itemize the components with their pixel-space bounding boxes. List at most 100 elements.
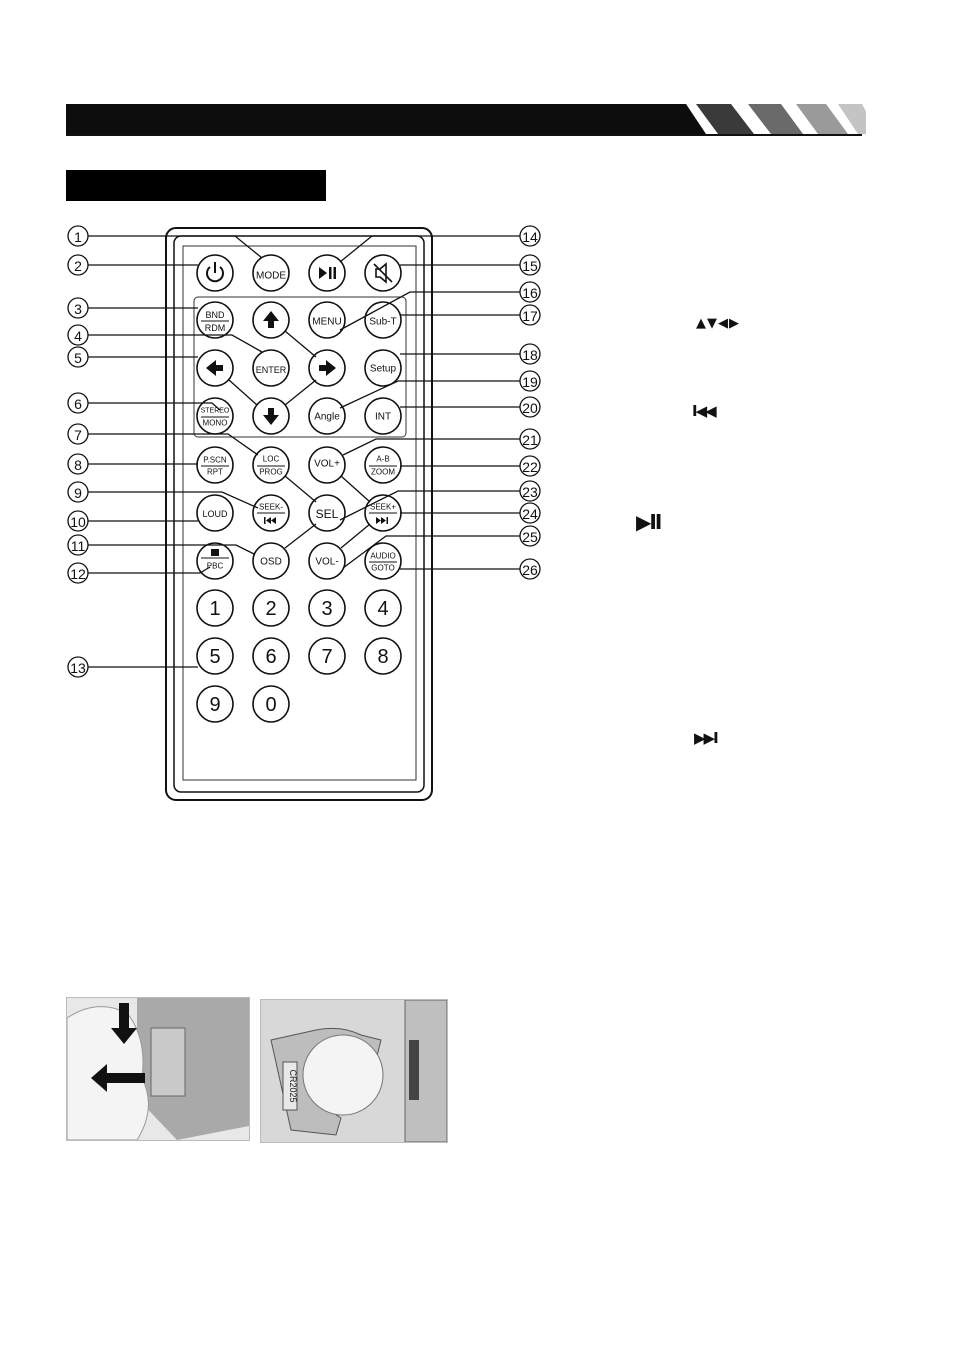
- sel-button: [308, 494, 346, 532]
- digit-9-label: 9: [209, 694, 220, 716]
- play-pause-legend-icon: ▶II: [636, 510, 662, 534]
- digit-3-label: 3: [321, 598, 332, 620]
- int-button: [364, 397, 402, 435]
- rdm-label: RDM: [205, 323, 226, 333]
- vol-minus-button: [308, 542, 346, 580]
- digit-0-label: 0: [265, 694, 276, 716]
- loud-label: LOUD: [202, 509, 228, 519]
- down-arrow-shape: [119, 1003, 129, 1031]
- osd-button: [252, 542, 290, 580]
- callout-19: 19: [522, 374, 538, 390]
- digit-5-label: 5: [209, 646, 220, 668]
- callout-15: 15: [522, 258, 538, 274]
- callout-25: 25: [522, 529, 538, 545]
- callout-4: 4: [74, 328, 82, 344]
- callout-26: 26: [522, 562, 538, 578]
- seek-minus-label: SEEK-: [259, 503, 283, 512]
- mode-button: [252, 254, 290, 292]
- right-arrow-icon: [319, 360, 336, 376]
- callout-17: 17: [522, 308, 538, 324]
- audio-goto-button: [364, 542, 402, 580]
- callout-13: 13: [70, 660, 86, 676]
- loc-prog-button: [252, 446, 290, 484]
- menu-label: MENU: [312, 317, 341, 328]
- digit-2-label: 2: [265, 598, 276, 620]
- header-bar: [66, 104, 866, 136]
- setup-label: Setup: [370, 364, 397, 375]
- battery-tray-photo: CR2025: [260, 999, 448, 1143]
- digit-6-button: [252, 637, 290, 675]
- battery-tray-removal-photo: [66, 997, 250, 1141]
- battery-model-label: CR2025: [288, 1069, 298, 1102]
- angle-label: Angle: [314, 412, 340, 423]
- digit-1-button: [196, 589, 234, 627]
- play-pause-icon: [319, 267, 336, 279]
- enter-label: ENTER: [256, 365, 287, 375]
- rpt-label: RPT: [207, 468, 223, 477]
- down-arrow-icon: [263, 408, 279, 425]
- mono-label: MONO: [203, 419, 228, 428]
- sel-label: SEL: [316, 507, 339, 521]
- callout-23: 23: [522, 484, 538, 500]
- digit-8-button: [364, 637, 402, 675]
- callout-9: 9: [74, 485, 82, 501]
- seek-plus-label: SEEK+: [370, 503, 396, 512]
- angle-button: [308, 397, 346, 435]
- callout-3: 3: [74, 301, 82, 317]
- callout-6: 6: [74, 396, 82, 412]
- digit-8-label: 8: [377, 646, 388, 668]
- callout-14: 14: [522, 229, 538, 245]
- goto-label: GOTO: [371, 564, 394, 573]
- digit-3-button: [308, 589, 346, 627]
- osd-label: OSD: [260, 557, 282, 568]
- remote-control-figure: MODE MENU Sub-T BND RDM ENTER Setup STER…: [67, 225, 541, 801]
- section-title-bar: [66, 170, 326, 201]
- callout-24: 24: [522, 506, 538, 522]
- callout-22: 22: [522, 459, 538, 475]
- remote-back-illustration: [67, 998, 249, 1140]
- callout-2: 2: [74, 258, 82, 274]
- callout-5: 5: [74, 350, 82, 366]
- int-label: INT: [375, 412, 391, 423]
- vol-plus-label: VOL+: [314, 459, 340, 470]
- stop-icon: [211, 549, 219, 556]
- pbc-label: PBC: [207, 562, 224, 571]
- mute-icon: [373, 262, 393, 284]
- callout-18: 18: [522, 347, 538, 363]
- left-arrow-shape: [101, 1073, 145, 1083]
- callout-21: 21: [522, 432, 538, 448]
- digit-6-label: 6: [265, 646, 276, 668]
- audio-label: AUDIO: [370, 552, 395, 561]
- digit-0-button: [252, 685, 290, 723]
- digit-1-label: 1: [209, 598, 220, 620]
- setup-button: [364, 349, 402, 387]
- digit-9-button: [196, 685, 234, 723]
- sub-t-label: Sub-T: [369, 317, 396, 328]
- digit-4-button: [364, 589, 402, 627]
- vol-minus-label: VOL-: [315, 557, 338, 568]
- digit-7-button: [308, 637, 346, 675]
- enter-button: [252, 349, 290, 387]
- previous-track-icon: I◀◀: [692, 402, 717, 420]
- zoom-label: ZOOM: [371, 468, 395, 477]
- bnd-rdm-button: [196, 301, 234, 339]
- callout-leader-lines: [88, 235, 520, 668]
- prog-label: PROG: [259, 468, 283, 477]
- callout-16: 16: [522, 285, 538, 301]
- power-icon: [206, 262, 224, 283]
- callout-20: 20: [522, 400, 538, 416]
- digit-7-label: 7: [321, 646, 332, 668]
- battery-tray-illustration: CR2025: [261, 1000, 447, 1142]
- loud-button: [196, 494, 234, 532]
- next-track-icon: ▶▶I: [694, 729, 719, 747]
- digit-5-button: [196, 637, 234, 675]
- pscn-rpt-button: [196, 446, 234, 484]
- menu-button: [308, 301, 346, 339]
- digit-2-button: [252, 589, 290, 627]
- ab-zoom-button: [364, 446, 402, 484]
- vol-plus-button: [308, 446, 346, 484]
- callout-1: 1: [74, 229, 82, 245]
- callout-7: 7: [74, 427, 82, 443]
- arrow-keys-icon: ▲▼◀▶: [696, 316, 740, 331]
- stereo-label: STEREO: [201, 408, 230, 415]
